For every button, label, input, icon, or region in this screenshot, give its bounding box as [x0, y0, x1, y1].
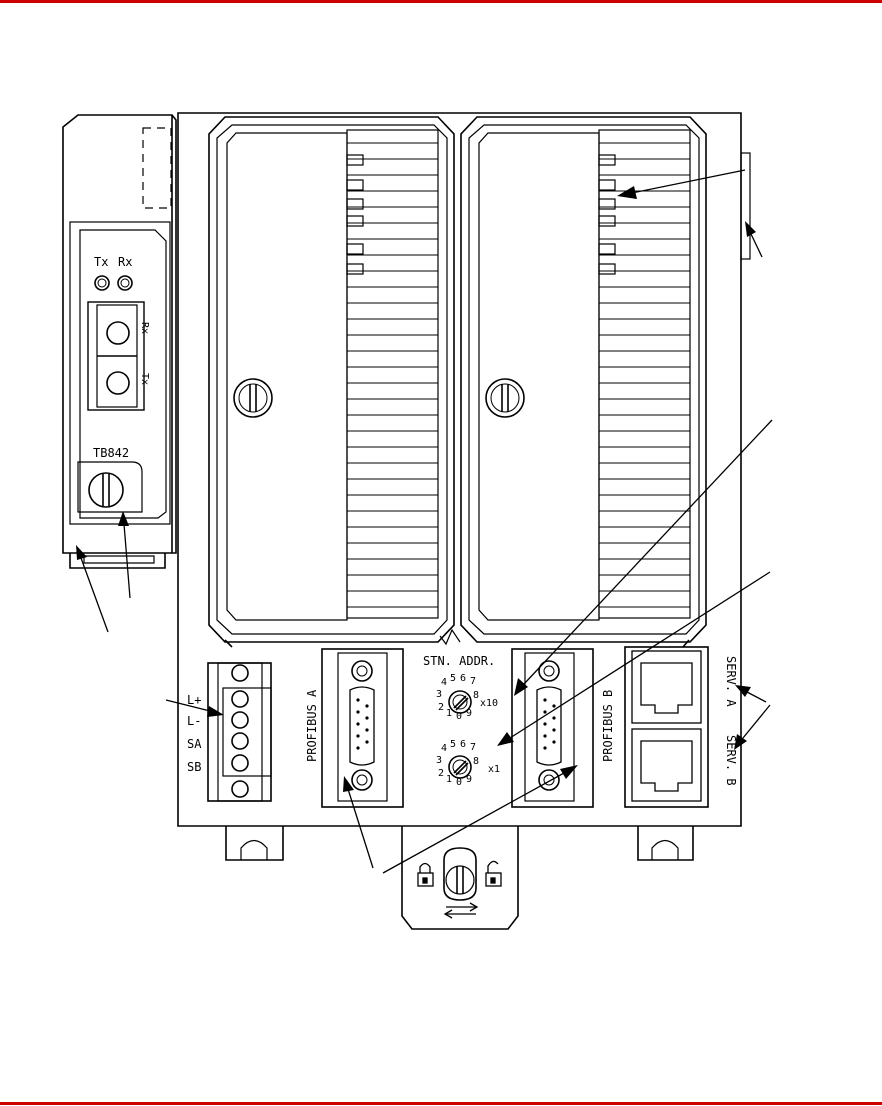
- profibus-a-connector: [321, 648, 404, 808]
- station-address-title: STN. ADDR.: [423, 654, 495, 668]
- module-screw-icon: [88, 472, 124, 508]
- profibus-a-label: PROFIBUS A: [305, 689, 319, 762]
- svg-text:0: 0: [456, 711, 462, 722]
- tx-led-label: Tx: [94, 255, 108, 269]
- svg-text:2: 2: [438, 702, 444, 713]
- lock-closed-icon: [417, 862, 434, 887]
- io-module-right: [439, 116, 707, 648]
- main-housing: [177, 112, 751, 930]
- service-port-b[interactable]: [631, 728, 702, 802]
- svg-text:9: 9: [466, 774, 472, 785]
- callout-leaders: [76, 169, 773, 874]
- svg-text:1: 1: [446, 774, 452, 785]
- svg-text:1: 1: [446, 708, 452, 719]
- service-port-a[interactable]: [631, 650, 702, 724]
- service-b-label: SERV. B: [724, 735, 738, 786]
- svg-text:6: 6: [460, 673, 466, 684]
- io-module-left: [208, 116, 455, 648]
- fiber-optic-module: [62, 114, 177, 569]
- top-red-rule: [0, 0, 882, 3]
- module-latch-icon: [233, 378, 273, 418]
- tx-led-icon: [94, 275, 110, 291]
- power-terminal-block: [207, 662, 272, 802]
- svg-text:2: 2: [438, 768, 444, 779]
- terminal-pin-label-1: L+: [187, 693, 201, 707]
- fiber-tx-port-label: Tx: [139, 373, 150, 385]
- lock-knob[interactable]: [443, 847, 477, 901]
- fiber-tx-port-icon: [106, 371, 130, 395]
- profibus-b-connector: [511, 648, 594, 808]
- svg-text:7: 7: [470, 742, 476, 753]
- module-latch-icon: [485, 378, 525, 418]
- svg-text:5: 5: [450, 739, 456, 750]
- address-rotary-switch-x1[interactable]: [448, 755, 472, 779]
- svg-text:6: 6: [460, 739, 466, 750]
- svg-text:3: 3: [436, 755, 442, 766]
- terminal-pin-label-3: SA: [187, 737, 202, 751]
- rx-led-label: Rx: [118, 255, 132, 269]
- module-model-label: TB842: [93, 446, 129, 460]
- lock-open-icon: [485, 860, 502, 887]
- swap-arrows-icon: [443, 902, 479, 919]
- svg-text:8: 8: [473, 690, 479, 701]
- terminal-pin-label-4: SB: [187, 760, 201, 774]
- rx-led-icon: [117, 275, 133, 291]
- service-ports: [624, 646, 709, 808]
- bottom-red-rule: [0, 1102, 882, 1105]
- svg-text:7: 7: [470, 676, 476, 687]
- svg-text:4: 4: [441, 743, 447, 754]
- svg-text:9: 9: [466, 708, 472, 719]
- profibus-b-label: PROFIBUS B: [601, 690, 615, 762]
- svg-text:0: 0: [456, 777, 462, 788]
- terminal-pin-label-2: L-: [187, 714, 201, 728]
- svg-text:5: 5: [450, 673, 456, 684]
- fiber-rx-port-label: Rx: [139, 322, 150, 334]
- service-a-label: SERV. A: [724, 656, 738, 707]
- address-x10-label: x10: [480, 698, 498, 709]
- address-x1-label: x1: [488, 764, 500, 775]
- svg-text:4: 4: [441, 677, 447, 688]
- svg-text:8: 8: [473, 756, 479, 767]
- address-rotary-switch-x10[interactable]: [448, 690, 472, 714]
- fiber-rx-port-icon: [106, 321, 130, 345]
- svg-text:3: 3: [436, 689, 442, 700]
